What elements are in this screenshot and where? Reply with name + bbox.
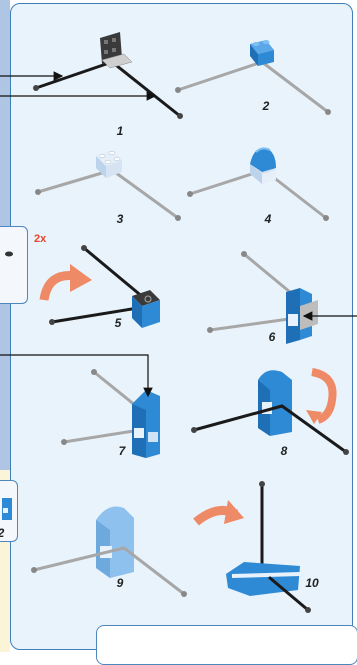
- step-4-illustration: [187, 147, 329, 221]
- step-number-6: 6: [268, 330, 276, 344]
- step-number-8: 8: [280, 444, 288, 458]
- step-9-illustration: [31, 506, 187, 597]
- step-number-4: 4: [264, 212, 272, 226]
- step-7-illustration: [0, 354, 160, 458]
- step-number-1: 1: [116, 124, 124, 138]
- quantity-label: 2x: [34, 233, 47, 245]
- step-number-9: 9: [116, 576, 124, 590]
- left-page-edge: [0, 0, 10, 652]
- left-page-edge-lower: [0, 470, 10, 652]
- step-number-10: 10: [305, 576, 319, 590]
- step-2-illustration: [175, 40, 331, 115]
- step-6-illustration: [207, 251, 357, 344]
- step-number-3: 3: [116, 212, 124, 226]
- step-number-2: 2: [262, 99, 270, 113]
- step-1-illustration: [0, 32, 183, 119]
- step-number-7: 7: [118, 444, 126, 458]
- side-step-number: 2: [0, 526, 9, 540]
- parts-callout-piece: [5, 251, 13, 257]
- step-10-illustration: [193, 481, 311, 613]
- rotate-arrow-icon: [39, 264, 92, 301]
- parts-callout-box: [0, 226, 28, 304]
- step-5-illustration: [49, 245, 160, 328]
- step-number-5: 5: [114, 316, 122, 330]
- step-3-illustration: [35, 150, 181, 221]
- side-step-callout-piece: [2, 498, 12, 520]
- step-8-illustration: [191, 368, 349, 455]
